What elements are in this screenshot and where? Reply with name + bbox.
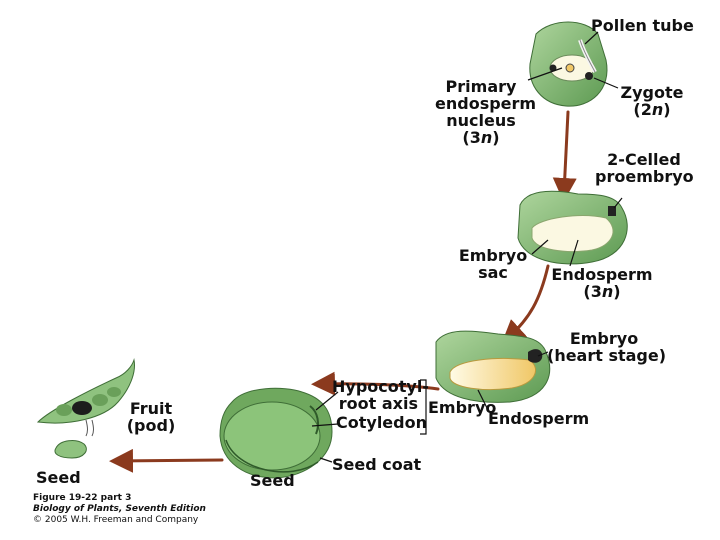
zygote-cell: [585, 72, 593, 80]
label-pollen-tube: Pollen tube: [591, 16, 694, 35]
leader-primary-endosperm: [527, 67, 563, 81]
label-hypocotyl-root-axis: Hypocotyl- root axis: [332, 377, 429, 413]
pod-opening-lines: [85, 419, 94, 437]
label-primary-endosperm-nucleus: Primary endosperm nucleus (3n): [435, 77, 537, 147]
label-primary-endosperm-line-2: endosperm: [435, 94, 537, 113]
development-arrows: [109, 110, 577, 473]
caption-book: Biology of Plants, Seventh Edition: [33, 504, 206, 514]
label-embryo-sac: Embryo sac: [455, 247, 531, 281]
label-hypocotyl-line-2: root axis: [338, 394, 418, 413]
leader-proembryo: [613, 197, 623, 209]
label-embryo-heart-stage: Embryo (heart stage): [547, 329, 667, 365]
arrow-heart-stage-to-seed: [311, 371, 440, 396]
leader-endosperm-1: [569, 239, 579, 267]
label-two-celled-proembryo: 2-Celled proembryo: [595, 150, 694, 186]
label-seed-left: Seed: [36, 468, 81, 487]
fruit-pod-stage: [36, 358, 135, 459]
mature-seed-stage: [219, 387, 333, 479]
hypocotyl-root-axis: [309, 405, 319, 435]
leader-pollen-tube: [584, 31, 599, 45]
leader-heart-stage: [537, 351, 549, 357]
arrow-ovule-to-proembryo: [552, 110, 577, 202]
pod-dark-seed: [72, 401, 92, 415]
label-zygote-name: Zygote: [620, 83, 684, 102]
label-heart-stage-line-2: (heart stage): [547, 346, 667, 365]
leader-seed-coat: [319, 457, 333, 463]
label-proembryo-line-2: proembryo: [595, 167, 694, 186]
label-fruit-pod: Fruit (pod): [126, 400, 176, 434]
label-primary-endosperm-ploidy: (3n): [462, 128, 500, 147]
proembryo-stage: [517, 190, 628, 265]
label-endosperm-3n-name: Endosperm: [551, 265, 653, 284]
heart-stage-embryo-stage: [435, 330, 551, 403]
label-endosperm-3n-ploidy: (3n): [583, 282, 621, 301]
label-seed-center: Seed: [250, 471, 295, 490]
seed-cotyledon: [223, 401, 321, 471]
embryo-sac-region: [531, 215, 614, 252]
leader-embryo-sac: [531, 239, 549, 255]
label-proembryo-line-1: 2-Celled: [607, 150, 681, 169]
heart-stage-embryo: [528, 349, 543, 363]
loose-seed: [54, 440, 87, 459]
leader-lines: [311, 31, 623, 463]
embryo-bracket: [420, 379, 427, 435]
ovule-fertilization-stage: [529, 21, 608, 107]
heart-stage-endosperm: [449, 358, 536, 391]
label-zygote-ploidy: (2n): [633, 100, 671, 119]
label-seed-coat: Seed coat: [332, 455, 422, 474]
caption-title: Figure 19-22 part 3: [33, 493, 132, 503]
two-celled-proembryo: [608, 206, 616, 216]
label-zygote: Zygote (2n): [617, 84, 687, 118]
label-embryo-sac-line-1: Embryo: [458, 246, 528, 265]
figure-caption: Figure 19-22 part 3 Biology of Plants, S…: [33, 493, 206, 526]
label-primary-endosperm-line-1: Primary: [445, 77, 517, 96]
arrow-proembryo-to-heart-stage: [501, 264, 550, 345]
label-hypocotyl-line-1: Hypocotyl-: [332, 377, 429, 396]
leader-zygote: [593, 77, 619, 89]
label-embryo-sac-line-2: sac: [478, 263, 508, 282]
sperm-cells: [549, 64, 557, 72]
primary-endosperm-nucleus: [565, 63, 575, 73]
label-primary-endosperm-line-3: nucleus: [446, 111, 516, 130]
seed-coat-edge: [225, 439, 319, 473]
label-endosperm: Endosperm: [488, 409, 590, 428]
leader-cotyledon: [311, 423, 339, 427]
leader-hypocotyl: [315, 391, 339, 411]
leader-endosperm-2: [477, 389, 489, 411]
caption-copyright: © 2005 W.H. Freeman and Company: [33, 515, 199, 525]
label-endosperm-3n: Endosperm (3n): [549, 266, 655, 300]
label-cotyledon: Cotyledon: [336, 413, 427, 432]
label-heart-stage-line-1: Embryo: [569, 329, 639, 348]
label-fruit-line-1: Fruit: [129, 399, 173, 418]
arrow-seed-to-pod: [109, 448, 224, 473]
label-embryo: Embryo: [428, 398, 497, 417]
label-fruit-line-2: (pod): [126, 416, 176, 435]
